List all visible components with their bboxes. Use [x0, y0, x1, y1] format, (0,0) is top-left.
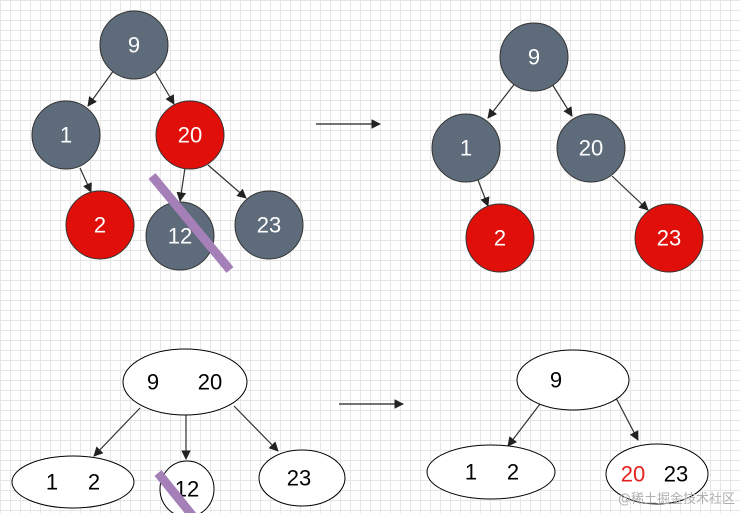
rb-after-node-20-label: 20: [579, 136, 603, 161]
b-node-key-20: 20: [198, 370, 222, 395]
b-node-key-23: 23: [287, 466, 311, 491]
b-node-12: 12: [159, 460, 215, 513]
b-after-node-key-23: 23: [664, 462, 688, 487]
b-after-node-key-1: 1: [465, 460, 477, 485]
b-after-node-9: 9: [516, 349, 630, 411]
b-after-node-20-23: 20 23: [605, 443, 709, 505]
b-node-key-2: 2: [88, 470, 100, 495]
b-after-edge-right: [615, 397, 639, 441]
rb-node-9: 9: [99, 10, 169, 80]
rb-node-12: 12: [145, 201, 215, 271]
b-node-key-9: 9: [147, 370, 159, 395]
edge-9-1: [87, 69, 115, 107]
rb-node-12-label: 12: [168, 224, 192, 249]
edge-9-20: [153, 69, 175, 105]
edge-20-23-after: [611, 175, 649, 211]
b-after-edge-left: [507, 403, 541, 447]
rb-after-node-9: 9: [499, 22, 569, 92]
rb-tree-after: 9 1 20 2 23: [431, 22, 704, 273]
rb-after-node-9-label: 9: [528, 45, 540, 70]
rb-node-23: 23: [234, 190, 304, 260]
rb-after-node-23: 23: [634, 203, 704, 273]
b-after-node-key-2: 2: [507, 460, 519, 485]
b-node-1-2: 1 2: [11, 455, 135, 509]
rb-node-2-label: 2: [94, 213, 106, 238]
watermark: @稀土掘金技术社区: [618, 491, 735, 507]
rb-after-node-2-label: 2: [494, 226, 506, 251]
rb-node-2: 2: [65, 190, 135, 260]
rb-tree-before: 9 1 20 2 12 23: [31, 10, 304, 273]
rb-node-1: 1: [31, 100, 101, 170]
rb-node-9-label: 9: [128, 33, 140, 58]
edge-9-20-after: [551, 83, 573, 117]
b-after-node-1-2: 1 2: [426, 444, 556, 500]
rb-node-1-label: 1: [60, 123, 72, 148]
b-tree-after: 9 1 2 20 23: [426, 349, 709, 505]
edge-1-2-after: [477, 179, 490, 207]
rb-after-node-1: 1: [431, 113, 501, 183]
b-edge-root-right: [233, 405, 279, 452]
rb-node-23-label: 23: [257, 213, 281, 238]
delete-strike-12: [148, 173, 234, 273]
rb-after-node-20: 20: [556, 113, 626, 183]
edge-9-1-after: [487, 81, 517, 119]
rb-after-node-23-label: 23: [657, 226, 681, 251]
rb-after-node-1-label: 1: [460, 136, 472, 161]
rb-node-20-label: 20: [178, 123, 202, 148]
b-node-key-1: 1: [46, 470, 58, 495]
b-node-9-20: 9 20: [122, 348, 248, 416]
rb-after-node-2: 2: [465, 203, 535, 273]
b-after-node-key-9: 9: [550, 368, 562, 393]
edge-20-23: [207, 164, 247, 199]
b-edge-root-left: [93, 407, 141, 457]
b-tree-before: 9 20 1 2 12 23: [11, 348, 346, 513]
edge-1-2: [79, 167, 92, 193]
edge-20-12: [176, 167, 187, 202]
rb-node-20: 20: [155, 100, 225, 170]
b-node-23: 23: [258, 449, 346, 507]
delete-strike-b12: [154, 470, 197, 513]
b-after-node-key-20: 20: [621, 462, 645, 487]
